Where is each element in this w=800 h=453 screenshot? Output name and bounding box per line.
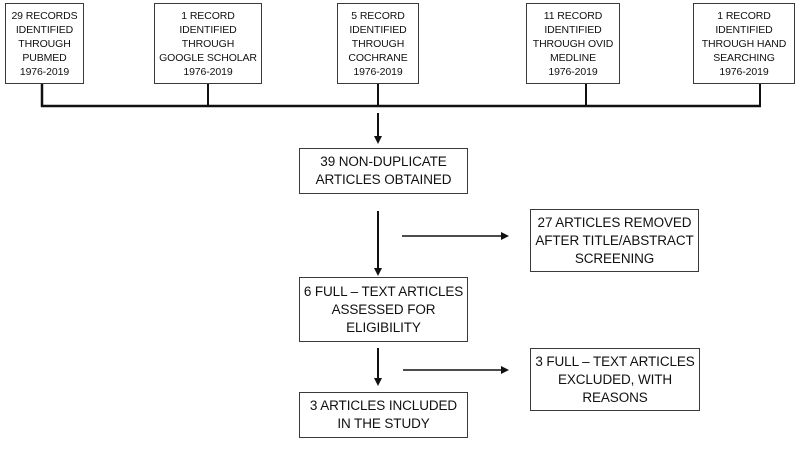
box-articles-included: 3 ARTICLES INCLUDED IN THE STUDY [299,392,468,438]
box-text-line: SEARCHING [713,51,775,64]
box-text-line: ASSESSED FOR [331,301,436,317]
box-text-line: IDENTIFIED [544,23,602,36]
box-text-line: THROUGH [351,37,405,50]
box-text-line: 1 RECORD [181,9,235,22]
box-text-line: 1976-2019 [719,65,769,78]
box-text-line: EXCLUDED, WITH [557,371,673,387]
box-text-line: IDENTIFIED [15,23,74,36]
box-text-line: 5 RECORD [351,9,405,22]
box-text-line: THROUGH [181,37,235,50]
box-text-line: THROUGH [18,37,71,50]
box-text-line: THROUGH HAND [701,37,787,50]
box-text-line: PUBMED [22,51,67,64]
box-non-duplicate-articles: 39 NON-DUPLICATE ARTICLES OBTAINED [299,148,468,194]
box-text-line: 1976-2019 [548,65,598,78]
box-text-line: 27 ARTICLES REMOVED [537,214,692,230]
box-text-line: IDENTIFIED [715,23,773,36]
source-box-pubmed: 29 RECORDS IDENTIFIED THROUGH PUBMED 197… [5,3,84,84]
source-box-ovid-medline: 11 RECORD IDENTIFIED THROUGH OVID MEDLIN… [526,3,620,84]
box-text-line: COCHRANE [348,51,408,64]
box-text-line: 1976-2019 [183,65,233,78]
box-text-line: AFTER TITLE/ABSTRACT [535,232,694,248]
box-text-line: 11 RECORD [543,9,603,22]
box-text-line: IDENTIFIED [179,23,237,36]
box-text-line: 3 FULL – TEXT ARTICLES [535,353,695,369]
box-full-text-assessed: 6 FULL – TEXT ARTICLES ASSESSED FOR ELIG… [299,277,468,342]
box-text-line: SCREENING [574,250,655,266]
box-full-text-excluded: 3 FULL – TEXT ARTICLES EXCLUDED, WITH RE… [530,348,700,411]
box-text-line: THROUGH OVID [532,37,614,50]
source-box-hand-searching: 1 RECORD IDENTIFIED THROUGH HAND SEARCHI… [693,3,795,84]
box-text-line: MEDLINE [550,51,596,64]
box-text-line: ELIGIBILITY [346,319,421,335]
box-text-line: REASONS [582,389,648,405]
box-text-line: 29 RECORDS [11,9,78,22]
box-text-line: ARTICLES OBTAINED [315,172,452,187]
box-removed-after-screening: 27 ARTICLES REMOVED AFTER TITLE/ABSTRACT… [530,209,699,272]
box-text-line: GOOGLE SCHOLAR [159,51,257,64]
box-text-line: 3 ARTICLES INCLUDED [309,398,458,413]
box-text-line: 1976-2019 [19,65,70,78]
box-text-line: IN THE STUDY [337,416,430,431]
box-text-line: 39 NON-DUPLICATE [320,154,447,169]
box-text-line: 1 RECORD [717,9,771,22]
source-box-cochrane: 5 RECORD IDENTIFIED THROUGH COCHRANE 197… [337,3,419,84]
box-text-line: IDENTIFIED [349,23,407,36]
box-text-line: 1976-2019 [353,65,403,78]
box-text-line: 6 FULL – TEXT ARTICLES [303,283,464,299]
source-box-google-scholar: 1 RECORD IDENTIFIED THROUGH GOOGLE SCHOL… [154,3,262,84]
